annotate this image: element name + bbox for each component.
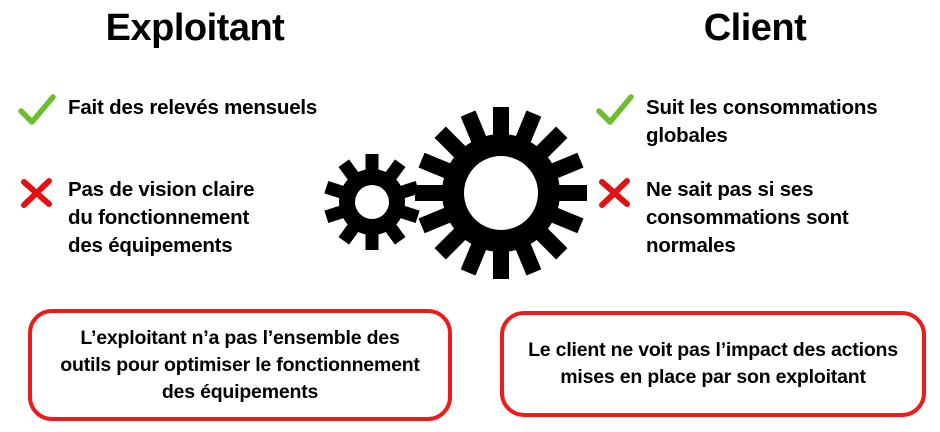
cross-icon	[18, 176, 56, 210]
check-icon	[18, 94, 56, 128]
callout-right: Le client ne voit pas l’impact des actio…	[500, 311, 926, 417]
column-title-exploitant: Exploitant	[105, 7, 285, 49]
bullet-right-1-text: Suit les consommations globales	[646, 96, 878, 147]
column-title-client: Client	[703, 7, 807, 49]
large-gear	[415, 107, 587, 279]
check-icon	[596, 94, 634, 128]
bullet-left-1-text: Fait des relevés mensuels	[68, 96, 318, 119]
small-gear	[324, 154, 420, 250]
cross-icon	[596, 176, 634, 210]
bullet-left-1: Fait des relevés mensuels	[18, 94, 348, 128]
callout-right-text: Le client ne voit pas l’impact des actio…	[528, 339, 898, 388]
bullet-right-2-text: Ne sait pas si ses consommations sont no…	[646, 178, 849, 257]
bullet-left-2-text: Pas de vision claire du fonctionnement d…	[68, 178, 255, 257]
bullet-right-2: Ne sait pas si ses consommations sont no…	[596, 176, 926, 260]
bullet-left-2: Pas de vision claire du fonctionnement d…	[18, 176, 318, 260]
callout-left-text: L’exploitant n’a pas l’ensemble des outi…	[60, 326, 420, 403]
bullet-right-1: Suit les consommations globales	[596, 94, 936, 150]
callout-left: L’exploitant n’a pas l’ensemble des outi…	[28, 309, 452, 421]
gears-icon	[300, 95, 600, 295]
